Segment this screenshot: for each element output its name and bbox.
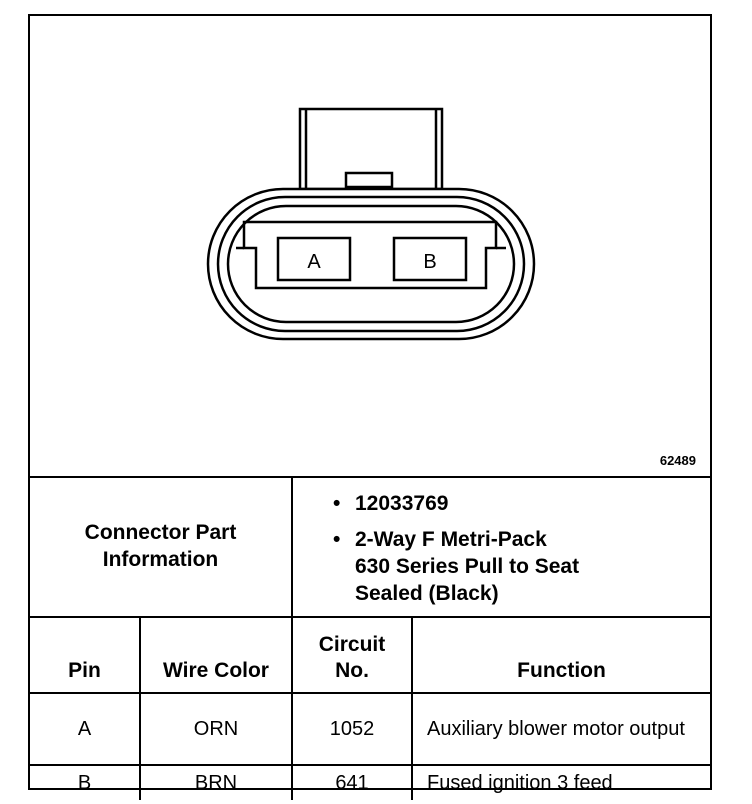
table-row: B BRN 641 Fused ignition 3 feed bbox=[30, 764, 711, 800]
wire-color-cell: ORN bbox=[139, 692, 293, 766]
function-cell: Fused ignition 3 feed bbox=[410, 764, 711, 800]
header-wire-color: Wire Color bbox=[139, 616, 293, 694]
connector-info-row: Connector Part Information 12033769 2-Wa… bbox=[30, 476, 711, 618]
connector-outer-shell bbox=[206, 187, 536, 341]
circuit-cell: 1052 bbox=[291, 692, 413, 766]
connector-inner-ring bbox=[226, 204, 516, 324]
connector-cavity bbox=[242, 220, 498, 290]
table-header-row: Pin Wire Color Circuit No. Function bbox=[30, 616, 711, 694]
terminal-a-box bbox=[276, 236, 352, 282]
terminal-b-label: B bbox=[423, 251, 436, 273]
figure-id: 62489 bbox=[659, 453, 696, 468]
wire-color-cell: BRN bbox=[139, 764, 293, 800]
header-pin: Pin bbox=[30, 616, 141, 694]
table-row: A ORN 1052 Auxiliary blower motor output bbox=[30, 692, 711, 766]
circuit-cell: 641 bbox=[291, 764, 413, 800]
connector-drawing: A B 62489 bbox=[30, 16, 710, 478]
connector-seal-ring bbox=[216, 195, 526, 333]
pin-cell: B bbox=[30, 764, 141, 800]
connector-part-number: 12033769 bbox=[333, 490, 710, 517]
header-circuit-no: Circuit No. bbox=[291, 616, 413, 694]
function-cell: Auxiliary blower motor output bbox=[410, 692, 711, 766]
connector-info-label: Connector Part Information bbox=[30, 476, 293, 618]
terminal-b-box bbox=[392, 236, 468, 282]
connector-info-details: 12033769 2-Way F Metri-Pack 630 Series P… bbox=[290, 476, 711, 618]
terminal-a-label: A bbox=[307, 251, 321, 273]
connector-face-diagram: A B bbox=[206, 107, 536, 341]
connector-pinout-table: Connector Part Information 12033769 2-Wa… bbox=[30, 476, 711, 800]
latch-tab bbox=[344, 171, 394, 189]
function-text: Auxiliary blower motor output bbox=[427, 718, 685, 740]
connector-info-label-text: Connector Part Information bbox=[84, 521, 237, 571]
connector-sheet: A B 62489 Connector Part Information 120… bbox=[28, 14, 712, 800]
pin-cell: A bbox=[30, 692, 141, 766]
header-function: Function bbox=[410, 616, 711, 694]
connector-description: 2-Way F Metri-Pack 630 Series Pull to Se… bbox=[333, 526, 710, 607]
